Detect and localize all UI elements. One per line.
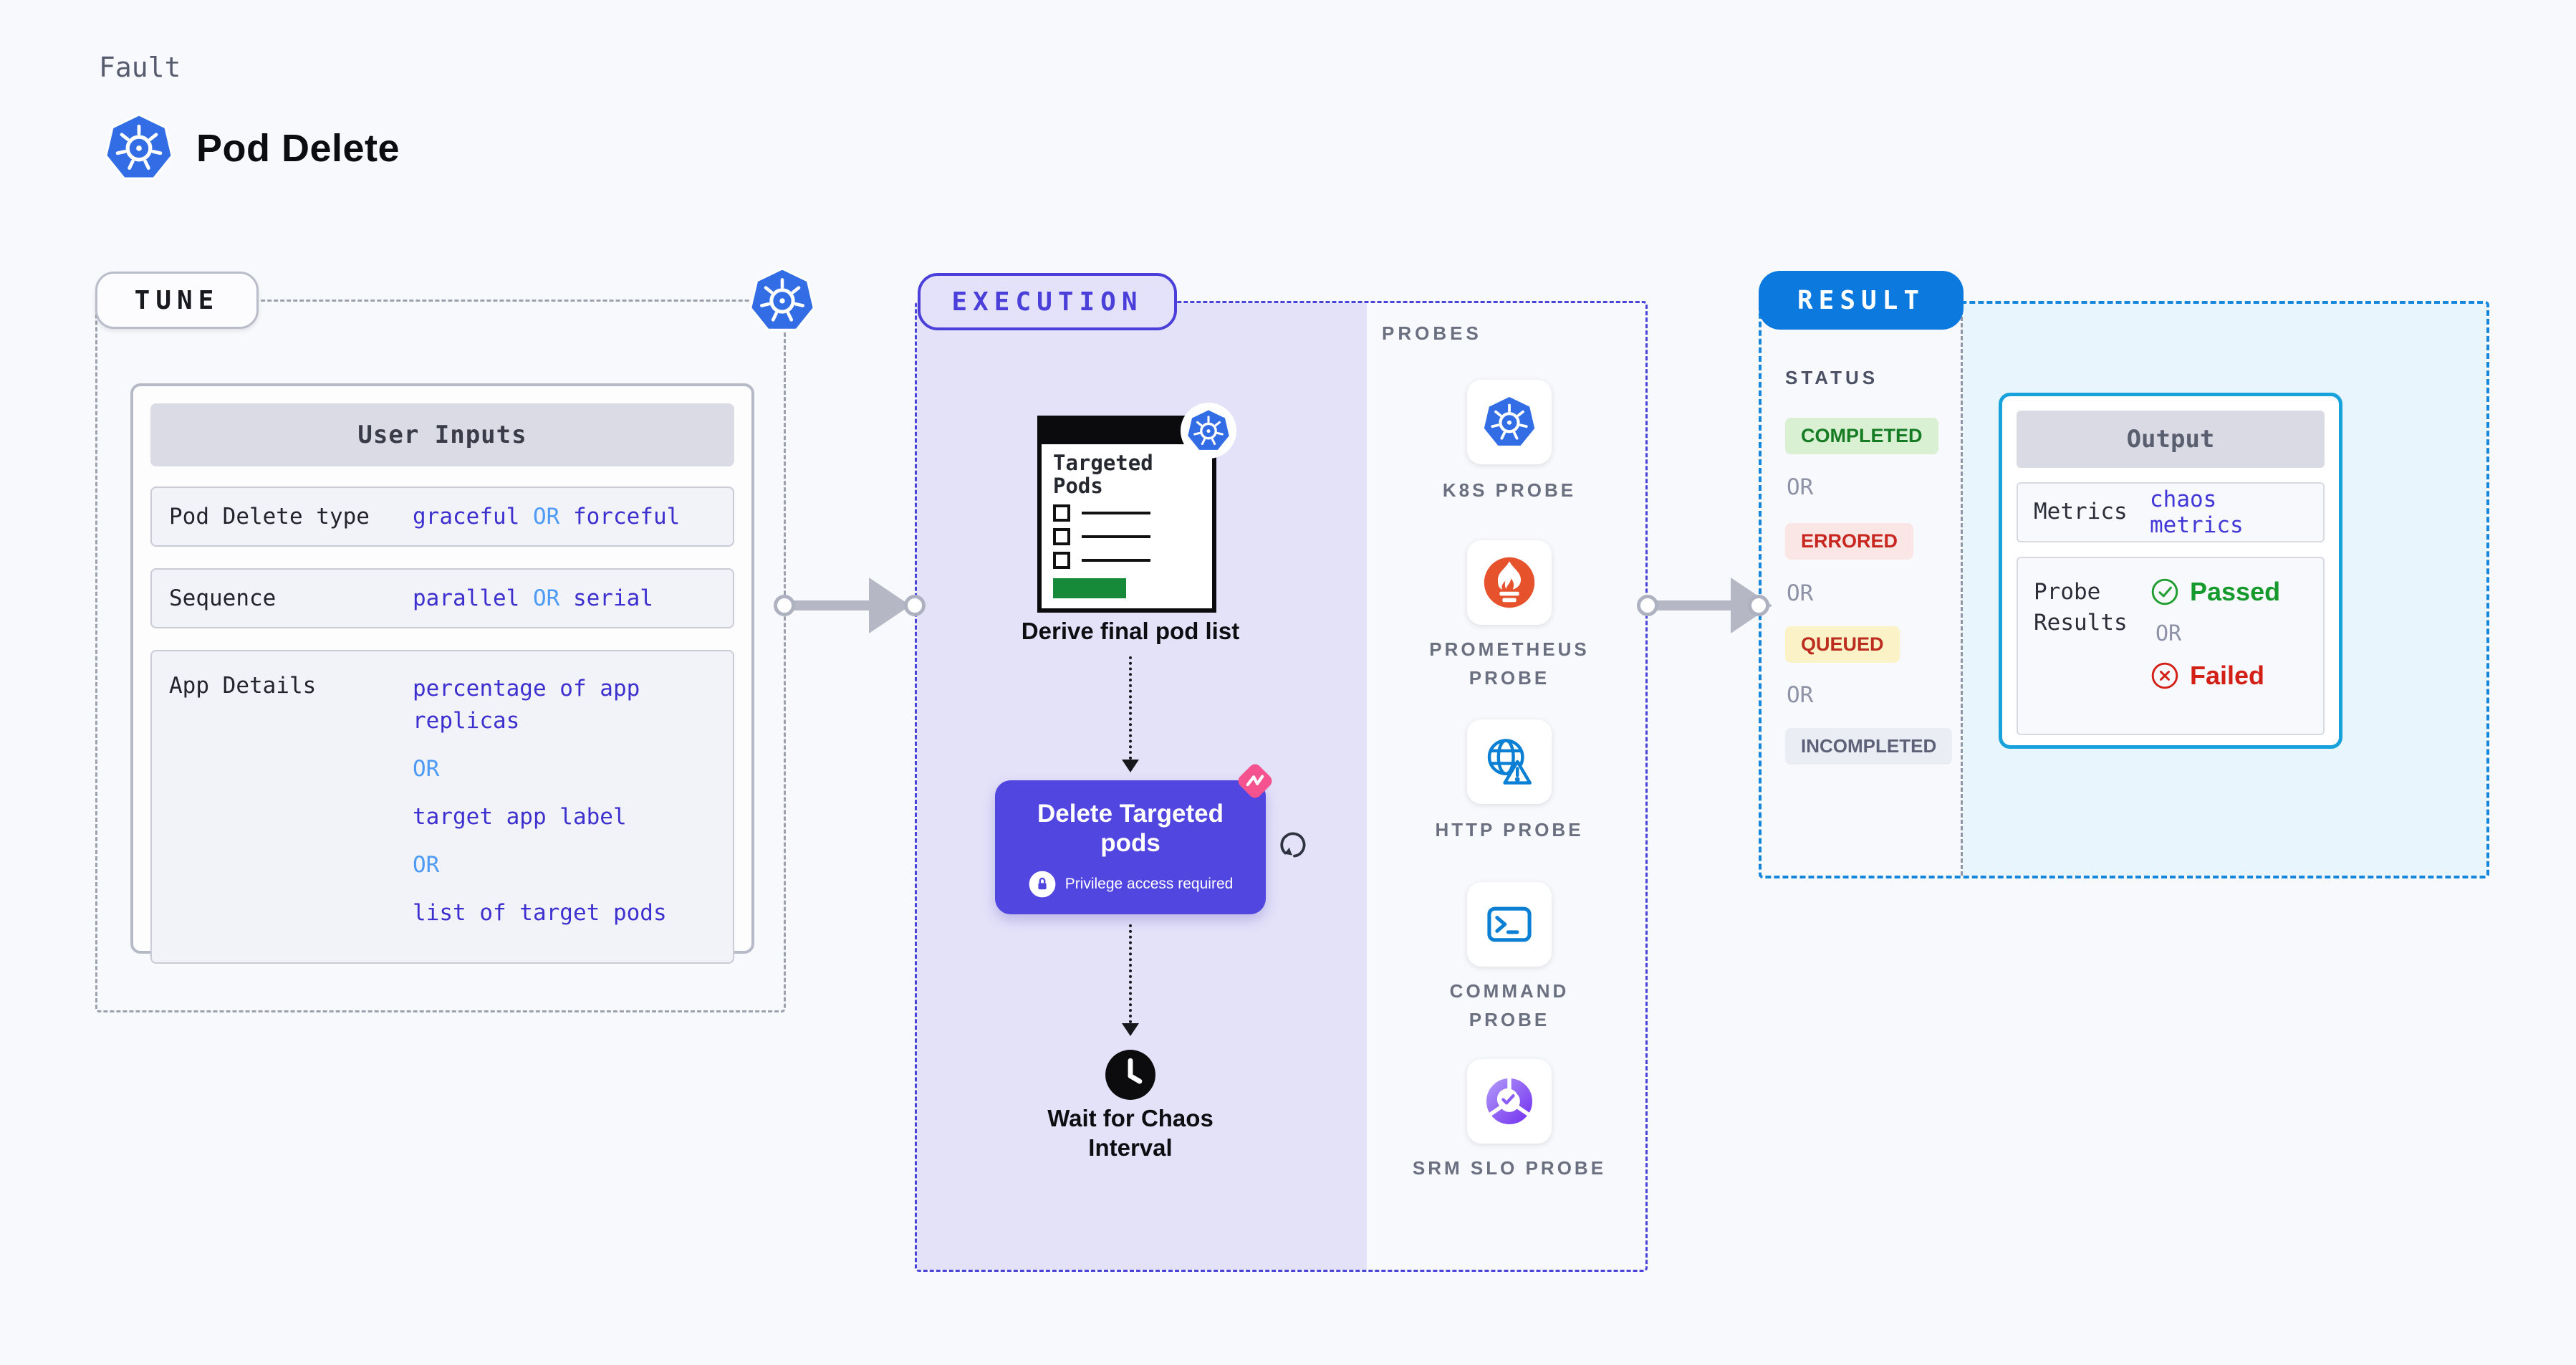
page-title: Pod Delete — [196, 127, 400, 170]
or-separator: OR — [1787, 682, 1814, 708]
dotted-arrow-head — [1122, 760, 1139, 772]
lock-icon — [1028, 869, 1057, 899]
row-label: App Details — [169, 673, 317, 699]
targeted-pods-card: Targeted Pods — [1037, 416, 1216, 613]
delete-targeted-pods-card: Delete Targeted pods Privilege access re… — [995, 780, 1266, 914]
derive-step-label: Derive final pod list — [1021, 618, 1240, 644]
row-value: percentage of app replicas OR target app… — [413, 676, 667, 926]
result-section-label: RESULT — [1759, 271, 1964, 330]
connector-dot — [1748, 595, 1769, 616]
failed-line: Failed — [2150, 661, 2280, 691]
metrics-label: Metrics — [2034, 499, 2128, 525]
kubernetes-icon — [105, 113, 173, 182]
x-circle-icon — [2151, 662, 2178, 689]
probe-card-prometheus — [1467, 540, 1552, 625]
clock-icon — [1103, 1048, 1158, 1102]
connector-dot — [774, 595, 795, 616]
row-label: Sequence — [169, 585, 277, 611]
failed-text: Failed — [2190, 661, 2265, 690]
connector-dot — [1637, 595, 1658, 616]
slo-check-donut-icon — [1481, 1073, 1537, 1129]
probe-label: COMMAND PROBE — [1449, 980, 1570, 1031]
metrics-value: chaos metrics — [2150, 487, 2244, 538]
user-inputs-card: User Inputs Pod Delete type graceful OR … — [130, 383, 754, 964]
or-separator: OR — [1787, 580, 1814, 606]
privilege-note: Privilege access required — [1008, 869, 1253, 899]
probe-card-k8s — [1467, 380, 1552, 464]
prometheus-flame-icon — [1484, 557, 1535, 608]
probe-label: K8S PROBE — [1442, 479, 1577, 501]
globe-warning-icon — [1481, 733, 1538, 790]
execution-section-label: EXECUTION — [918, 273, 1177, 330]
checklist-row — [1053, 551, 1201, 569]
fault-kicker: Fault — [99, 52, 181, 83]
user-input-row-sequence: Sequence parallel OR serial — [150, 568, 734, 628]
green-bar — [1053, 578, 1126, 598]
row-value: parallel OR serial — [413, 585, 653, 611]
output-metrics-row: Metrics chaos metrics — [2017, 482, 2325, 542]
probe-card-http — [1467, 719, 1552, 804]
row-label: Pod Delete type — [169, 504, 370, 530]
checkbox-icon — [1053, 551, 1070, 569]
kubernetes-icon — [749, 267, 815, 333]
output-title: Output — [2017, 411, 2325, 468]
or-separator: OR — [1787, 474, 1814, 500]
or-separator: OR — [2156, 621, 2182, 646]
probe-results-label: Probe Results — [2034, 579, 2128, 636]
user-input-row-pod-delete-type: Pod Delete type graceful OR forceful — [150, 487, 734, 547]
refresh-arrow-icon — [1280, 832, 1306, 858]
user-input-row-app-details: App Details percentage of app replicas O… — [150, 650, 734, 964]
passed-text: Passed — [2190, 577, 2281, 606]
flow-arrow — [784, 600, 872, 610]
output-probe-results-row: Probe Results Passed OR Failed — [2017, 557, 2325, 735]
output-card: Output Metrics chaos metrics Probe Resul… — [1999, 393, 2342, 749]
flow-arrow — [1648, 600, 1734, 610]
probe-card-command — [1467, 882, 1552, 967]
dotted-arrow-head — [1122, 1023, 1139, 1036]
probe-card-srm-slo — [1467, 1059, 1552, 1144]
probe-label: HTTP PROBE — [1435, 819, 1584, 840]
checkbox-icon — [1053, 504, 1070, 522]
status-badge-queued: QUEUED — [1785, 626, 1900, 663]
probe-label: PROMETHEUS PROBE — [1429, 638, 1590, 689]
terminal-icon — [1481, 896, 1537, 952]
probe-results-values: Passed OR Failed — [2150, 577, 2280, 691]
dotted-connector — [1129, 656, 1132, 760]
checklist-row — [1053, 504, 1201, 522]
kubernetes-icon — [1186, 408, 1231, 452]
row-value: graceful OR forceful — [413, 503, 681, 530]
result-divider — [1961, 304, 1963, 876]
tune-section-label: TUNE — [95, 272, 259, 329]
probes-heading: PROBES — [1382, 322, 1482, 344]
dotted-connector — [1129, 924, 1132, 1023]
targeted-pods-title: Targeted Pods — [1053, 451, 1153, 499]
delete-step-title: Delete Targeted pods — [1037, 800, 1224, 858]
flow-arrow-head — [869, 578, 910, 633]
status-badge-incompleted: INCOMPLETED — [1785, 728, 1953, 765]
passed-line: Passed — [2150, 577, 2280, 607]
privilege-note-text: Privilege access required — [1064, 875, 1234, 892]
status-badge-completed: COMPLETED — [1785, 418, 1938, 454]
probe-label: SRM SLO PROBE — [1412, 1157, 1607, 1179]
user-inputs-title: User Inputs — [150, 403, 734, 466]
list-line — [1082, 535, 1150, 538]
kubernetes-badge — [1181, 403, 1236, 459]
status-badge-errored: ERRORED — [1785, 523, 1914, 560]
tune-section — [95, 300, 786, 1012]
wait-step-label: Wait for Chaos Interval — [1047, 1105, 1213, 1162]
checklist-row — [1053, 527, 1201, 545]
list-line — [1082, 511, 1150, 514]
checkbox-icon — [1053, 527, 1070, 545]
connector-dot — [904, 595, 926, 616]
kubernetes-icon — [1482, 395, 1537, 449]
chaos-pink-icon — [1232, 758, 1278, 804]
status-heading: STATUS — [1785, 367, 1879, 388]
check-circle-icon — [2151, 578, 2178, 605]
list-line — [1082, 558, 1150, 562]
